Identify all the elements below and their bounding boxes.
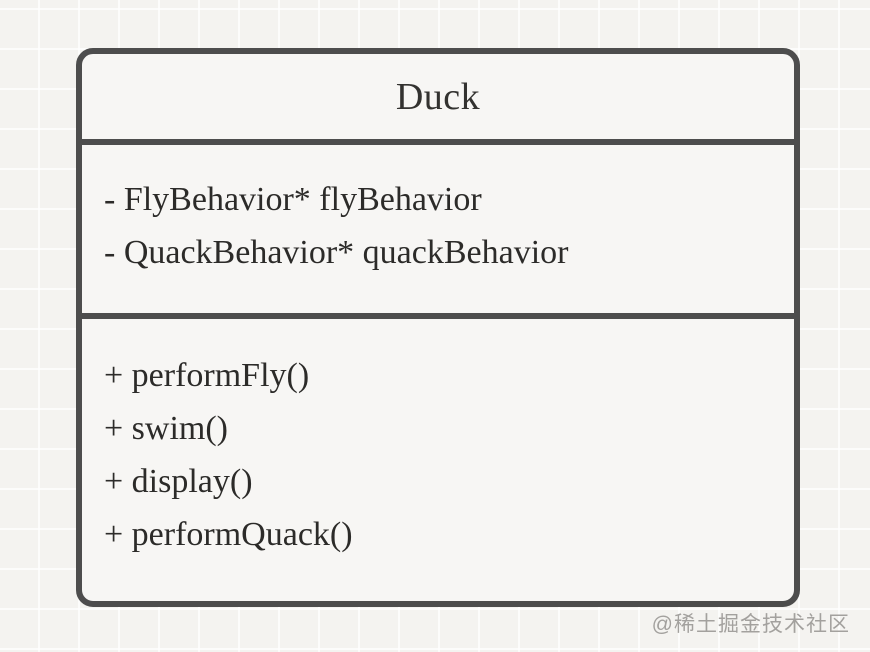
method-item: + swim() — [104, 410, 228, 447]
class-name-label: Duck — [395, 75, 481, 118]
uml-attributes-section: - FlyBehavior* flyBehavior - QuackBehavi… — [82, 145, 794, 319]
uml-title-section: Duck — [82, 54, 794, 145]
method-item: + performQuack() — [104, 516, 353, 553]
uml-methods-section: + performFly() + swim() + display() + pe… — [82, 319, 794, 601]
method-item: + performFly() — [104, 357, 310, 394]
uml-class-box-duck: Duck - FlyBehavior* flyBehavior - QuackB… — [76, 48, 800, 607]
attribute-item: - FlyBehavior* flyBehavior — [104, 181, 482, 218]
attribute-item: - QuackBehavior* quackBehavior — [104, 234, 569, 271]
watermark-label: @稀土掘金技术社区 — [651, 613, 850, 636]
method-item: + display() — [104, 463, 253, 500]
